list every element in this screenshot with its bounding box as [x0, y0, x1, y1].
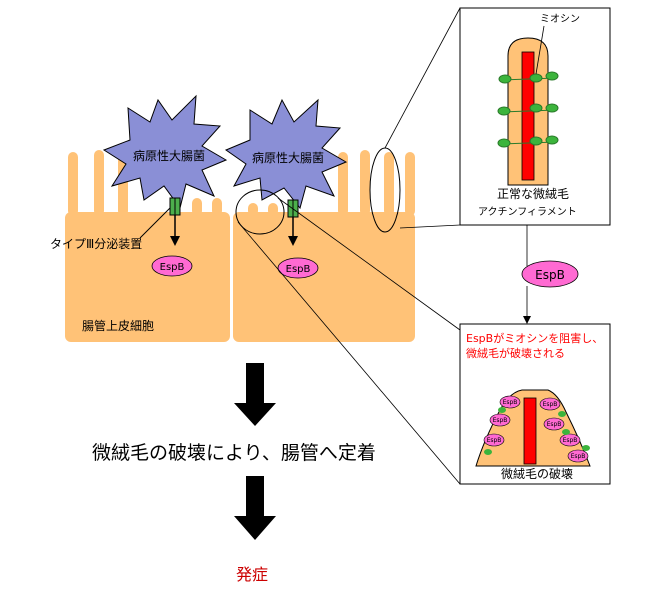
espb-effect-text-2: 微絨毛が破壊される: [466, 346, 565, 360]
callout-circle-destroyed: [235, 189, 285, 235]
espb-effector-label: EspB: [535, 268, 565, 282]
epithelial-cells: [65, 150, 415, 342]
secretion-device-pointer: [139, 207, 171, 239]
svg-text:EspB: EspB: [487, 437, 502, 444]
bacteria-right: 病原性大腸菌: [224, 98, 348, 210]
destroyed-microvillus-panel: EspBがミオシンを阻害し、 微絨毛が破壊される EspB EspB EspB …: [459, 323, 611, 485]
espb-label: EspB: [160, 262, 185, 273]
svg-text:EspB: EspB: [547, 421, 562, 428]
epithelial-cell-label: 腸管上皮細胞: [82, 318, 154, 333]
espb-label: EspB: [286, 264, 311, 275]
actin-filament-label: アクチンフィラメント: [478, 206, 577, 218]
espb-in-cell-left: EspB: [151, 255, 193, 277]
microvilli-left: [68, 150, 222, 216]
svg-text:EspB: EspB: [543, 401, 558, 408]
main-caption: 微絨毛の破壊により、腸管へ定着: [92, 442, 376, 464]
epithelial-cell-right: [233, 212, 415, 342]
bacteria-label: 病原性大腸菌: [252, 150, 324, 165]
normal-microvillus-panel: ミオシン 正常な微絨毛 アクチンフィラメント: [459, 7, 611, 226]
espb-effect-text-1: EspBがミオシンを阻害し、: [466, 331, 603, 345]
svg-text:EspB: EspB: [503, 399, 518, 406]
myosin-label: ミオシン: [540, 13, 580, 25]
displaced-myosin: [484, 407, 590, 455]
actin-filament-destroyed: [523, 397, 537, 465]
flow-arrow-2: [234, 476, 276, 540]
espb-bound-molecules: [483, 395, 589, 463]
espb-effector: EspB: [521, 260, 579, 288]
flow-arrow-1: [234, 363, 276, 426]
espb-in-cell-right: EspB: [277, 257, 319, 279]
destroyed-microvillus-label: 微絨毛の破壊: [501, 466, 573, 481]
secretion-device-label: タイプⅢ分泌装置: [50, 237, 142, 251]
bacteria-label: 病原性大腸菌: [133, 148, 205, 163]
epithelial-cell-left: [65, 212, 230, 342]
bacterium-shape: [224, 98, 348, 210]
svg-text:EspB: EspB: [493, 417, 508, 424]
svg-text:EspB: EspB: [563, 437, 578, 444]
myosin-molecules: [497, 71, 559, 148]
secretion-device-left: [169, 197, 181, 216]
microvilli-right: [248, 150, 415, 216]
actin-filament: [521, 51, 535, 181]
injection-arrows: [170, 215, 298, 246]
bacteria-left: 病原性大腸菌: [102, 94, 228, 210]
svg-text:EspB: EspB: [571, 453, 586, 460]
espb-small-labels: EspB EspB EspB EspB EspB EspB EspB: [487, 399, 586, 460]
bacterium-shape: [102, 94, 228, 210]
onset-label: 発症: [236, 565, 268, 584]
normal-microvillus-label: 正常な微絨毛: [497, 187, 569, 201]
